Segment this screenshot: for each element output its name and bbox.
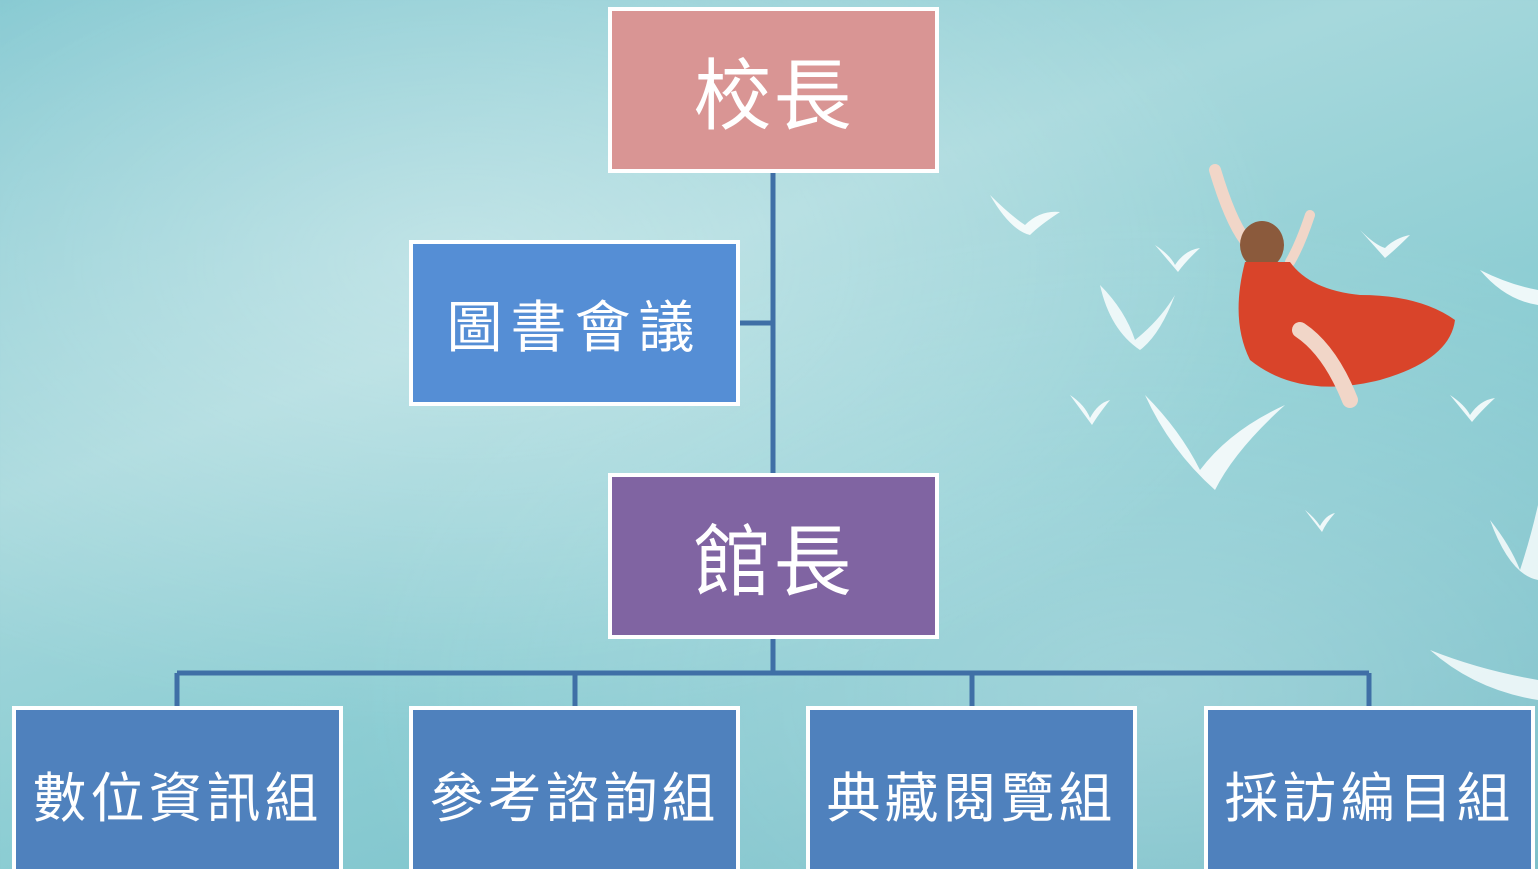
node-digital-information-group: 數位資訊組 [12,706,343,869]
node-collection-reading-group-label: 典藏閱覽組 [826,767,1117,830]
node-library-committee-label: 圖書會議 [446,295,703,361]
node-principal: 校長 [608,7,939,173]
node-acquisition-cataloging-group: 採訪編目組 [1204,706,1535,869]
node-library-director-label: 館長 [693,518,854,608]
node-collection-reading-group: 典藏閱覽組 [806,706,1137,869]
node-reference-consultation-group-label: 參考諮詢組 [429,767,720,830]
node-library-committee: 圖書會議 [409,240,740,406]
node-principal-label: 校長 [693,52,854,142]
node-library-director: 館長 [608,473,939,639]
node-digital-information-group-label: 數位資訊組 [32,767,323,830]
node-acquisition-cataloging-group-label: 採訪編目組 [1224,767,1515,830]
node-reference-consultation-group: 參考諮詢組 [409,706,740,869]
